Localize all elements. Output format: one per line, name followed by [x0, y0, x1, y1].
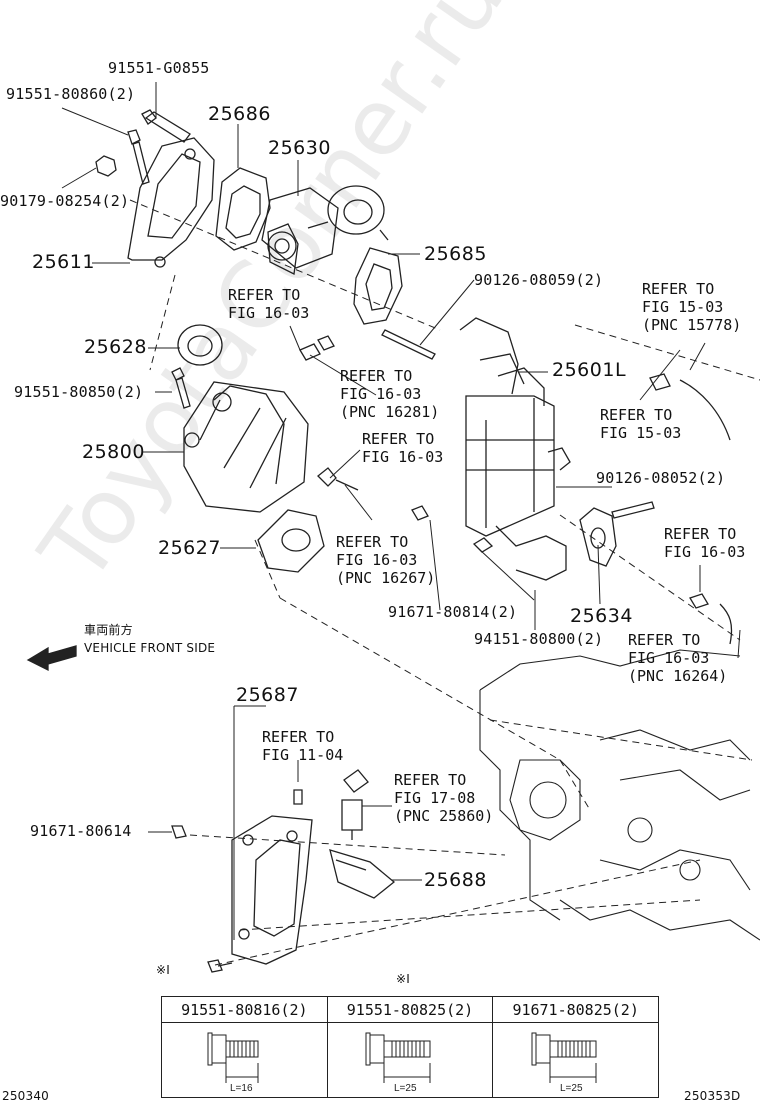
label-25685: 25685: [424, 243, 487, 265]
egr-cooler-25800: [183, 381, 309, 513]
direction-japanese: 車両前方: [84, 623, 133, 637]
bolt-91551-80860: [127, 129, 150, 185]
ref-fig-16-03-a: REFER TO FIG 16-03: [228, 286, 310, 322]
assembly-dashed-lines: [129, 199, 760, 966]
bolt-length-2: L=25: [394, 1083, 417, 1094]
label-25628: 25628: [84, 336, 147, 358]
ref-fig-16-03-c: REFER TO FIG 16-03: [664, 525, 746, 561]
hose-clamps: [299, 335, 733, 645]
ref-fig-16-03-pnc-16267: REFER TO FIG 16-03 (PNC 16267): [336, 533, 436, 587]
bolt-cell-3: L=25: [492, 1022, 659, 1098]
bolt-91671-80614: [171, 825, 187, 839]
gasket-25685: [353, 247, 403, 325]
bolt-cell-2: L=25: [326, 1022, 494, 1098]
bolt-91671-80814: [411, 505, 429, 521]
footer-left-code: 250340: [2, 1089, 50, 1103]
egr-adapter-25611: [127, 137, 215, 268]
bolt-mark-i: [207, 959, 233, 973]
bracket-25687: [231, 815, 313, 965]
bolt-icon: L=25: [365, 1032, 431, 1094]
egr-valve-25630: [261, 185, 389, 275]
stud-90126-08052: [611, 501, 655, 519]
bolt-header-3: 91671-80825(2): [492, 996, 659, 1023]
engine-block: [479, 649, 760, 941]
ref-fig-16-03-b: REFER TO FIG 16-03: [362, 430, 444, 466]
vehicle-front-arrow: [26, 645, 77, 672]
ref-fig-16-03-pnc-16281: REFER TO FIG 16-03 (PNC 16281): [340, 367, 440, 421]
label-91551-80850: 91551-80850(2): [14, 383, 144, 401]
label-91551-G0855: 91551-G0855: [108, 59, 210, 77]
bolt-length-3: L=25: [560, 1083, 583, 1094]
ref-fig-15-03: REFER TO FIG 15-03: [600, 406, 682, 442]
gasket-25628: [177, 324, 223, 366]
bolt-header-2: 91551-80825(2): [326, 996, 494, 1023]
label-25687: 25687: [236, 684, 299, 706]
sensor-17-08: [341, 769, 369, 840]
bolt-length-table: 91551-80816(2) 91551-80825(2) 91671-8082…: [161, 996, 659, 1098]
label-25630: 25630: [268, 137, 331, 159]
table-note-mark: ※I: [396, 972, 410, 986]
label-90179-08254: 90179-08254(2): [0, 192, 130, 210]
bracket-25688: [329, 849, 396, 899]
label-25611: 25611: [32, 251, 95, 273]
label-91671-80614: 91671-80614: [30, 822, 132, 840]
ref-fig-15-03-pnc-15778: REFER TO FIG 15-03 (PNC 15778): [642, 280, 742, 334]
gasket-25627: [257, 509, 325, 573]
bolt-icon: L=25: [531, 1032, 597, 1094]
label-25688: 25688: [424, 869, 487, 891]
label-91671-80814: 91671-80814(2): [388, 603, 518, 621]
label-91551-80860: 91551-80860(2): [6, 85, 136, 103]
bolt-91551-G0855: [141, 109, 191, 143]
bolt-cell-1: L=16: [161, 1022, 328, 1098]
label-90126-08052: 90126-08052(2): [596, 469, 726, 487]
gasket-25686: [215, 167, 271, 251]
ref-fig-11-04: REFER TO FIG 11-04: [262, 728, 344, 764]
label-25686: 25686: [208, 103, 271, 125]
label-94151-80800: 94151-80800(2): [474, 630, 604, 648]
direction-english: VEHICLE FRONT SIDE: [84, 641, 216, 655]
gasket-25634: [579, 507, 617, 567]
egr-cooler-25601L: [459, 317, 571, 581]
ref-fig-17-08-pnc-25860: REFER TO FIG 17-08 (PNC 25860): [394, 771, 494, 825]
label-25800: 25800: [82, 441, 145, 463]
bolt-91551-80850: [171, 367, 191, 409]
nut-94151-80800: [472, 537, 494, 553]
stud-90126-08059: [381, 329, 436, 360]
label-25634: 25634: [570, 605, 633, 627]
bolt-header-1: 91551-80816(2): [161, 996, 328, 1023]
label-25627: 25627: [158, 537, 221, 559]
label-90126-08059: 90126-08059(2): [474, 271, 604, 289]
nut-90179-08254: [95, 155, 117, 177]
label-25601L: 25601L: [552, 359, 627, 381]
bolt-11-04: [293, 789, 303, 805]
bolt-note-mark: ※I: [156, 963, 170, 977]
bolt-icon: L=16: [207, 1032, 259, 1094]
bolt-length-1: L=16: [230, 1083, 253, 1094]
ref-fig-16-03-pnc-16264: REFER TO FIG 16-03 (PNC 16264): [628, 631, 728, 685]
footer-right-code: 250353D: [684, 1089, 741, 1103]
